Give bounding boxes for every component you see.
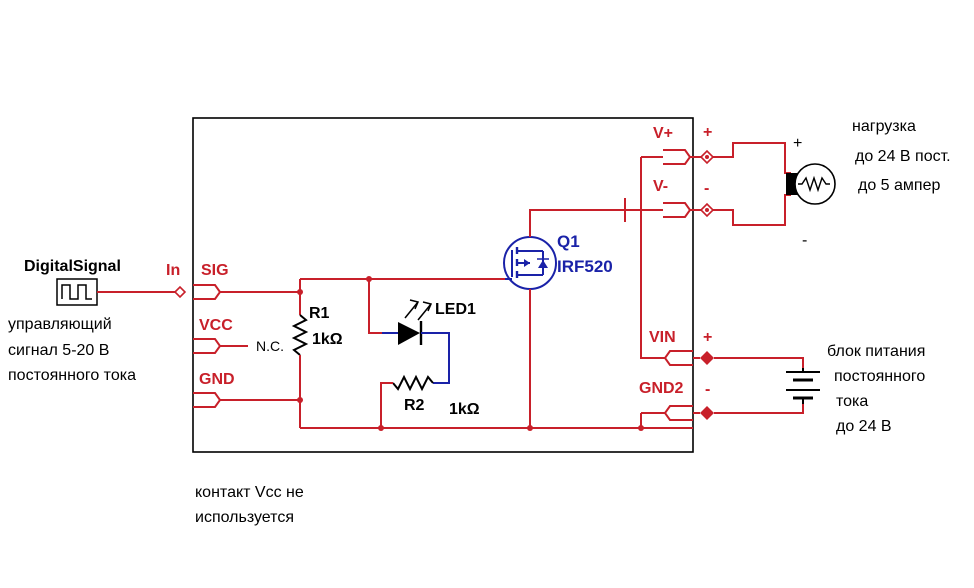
lamp-icon <box>786 163 836 205</box>
nc-label: N.C. <box>256 338 284 354</box>
junction-dot <box>297 397 303 403</box>
supply-desc-line-1: блок питания <box>827 343 925 360</box>
battery-icon <box>786 368 820 404</box>
vplus-terminal-dot <box>705 155 709 159</box>
r2-value: 1kΩ <box>449 401 480 418</box>
vminus-sign: - <box>704 180 709 197</box>
vplus-connector <box>663 149 692 165</box>
supply-desc-line-2: постоянного <box>834 368 925 385</box>
vin-sign: + <box>703 329 712 346</box>
r1-value: 1kΩ <box>312 331 343 348</box>
vin-pin-label: VIN <box>649 329 676 346</box>
vcc-note: контакт Vcc не используется <box>195 484 304 526</box>
load-desc-line-1: нагрузка <box>852 118 916 135</box>
drain-wire <box>529 209 625 237</box>
gnd2-sign: - <box>705 381 710 398</box>
digital-signal-source <box>56 278 98 306</box>
in-terminal <box>173 285 187 299</box>
vcc-pin-label: VCC <box>199 317 233 334</box>
led1-diode <box>398 321 423 345</box>
led-light-arrows <box>404 299 433 321</box>
gnd-connector <box>193 392 222 408</box>
r2-name: R2 <box>404 397 425 414</box>
vminus-pin-label: V- <box>653 178 668 195</box>
in-label: In <box>166 262 180 279</box>
module-outline <box>192 117 694 453</box>
r2-resistor <box>392 374 434 392</box>
load-desc-line-2: до 24 В пост. <box>855 148 951 165</box>
junction-dot <box>378 425 384 431</box>
gnd2-connector <box>663 405 693 421</box>
sig-pin-label: SIG <box>201 262 229 279</box>
sig-connector <box>193 284 222 300</box>
vin-connector <box>663 350 693 366</box>
input-desc-line-3: постоянного тока <box>8 367 136 384</box>
led-lead-right <box>421 332 450 384</box>
junction-dot <box>297 289 303 295</box>
vminus-terminal-dot <box>705 208 709 212</box>
vminus-connector <box>663 202 692 218</box>
supply-desc-line-4: до 24 В <box>836 418 892 435</box>
r1-name: R1 <box>309 305 330 322</box>
load-desc-line-3: до 5 ампер <box>858 177 940 194</box>
r1-resistor <box>291 314 309 356</box>
note-line-2: используется <box>195 509 294 526</box>
load-minus-sign: - <box>802 232 807 249</box>
supply-desc-line-3: тока <box>836 393 868 410</box>
q1-name: Q1 <box>557 232 580 251</box>
led-feed-wire <box>368 279 382 334</box>
vcc-connector <box>193 338 222 354</box>
input-description: управляющий сигнал 5-20 В постоянного то… <box>8 316 136 384</box>
load-minus-wire <box>713 194 791 226</box>
load-plus-sign: + <box>793 135 802 152</box>
input-desc-line-2: сигнал 5-20 В <box>8 342 109 359</box>
led1-name: LED1 <box>435 301 476 318</box>
gnd-pin-label: GND <box>199 371 235 388</box>
q1-part: IRF520 <box>557 257 613 276</box>
note-line-1: контакт Vcc не <box>195 484 304 501</box>
input-desc-line-1: управляющий <box>8 316 112 333</box>
q1-mosfet <box>503 236 557 290</box>
vin-link-wire <box>640 157 665 359</box>
vplus-sign: + <box>703 124 712 141</box>
supply-description: блок питания постоянного тока до 24 В <box>827 343 925 435</box>
load-plus-wire <box>713 142 791 174</box>
supply-plus-wire <box>714 357 804 368</box>
vplus-pin-label: V+ <box>653 125 673 142</box>
vin-terminal <box>700 351 714 365</box>
supply-minus-wire <box>714 404 804 414</box>
gnd2-pin-label: GND2 <box>639 380 684 397</box>
junction-dot <box>366 276 372 282</box>
gnd2-terminal <box>700 406 714 420</box>
digital-signal-label: DigitalSignal <box>24 258 121 275</box>
r2-ground-wire <box>380 382 393 428</box>
load-description: нагрузка до 24 В пост. до 5 ампер <box>852 118 951 194</box>
